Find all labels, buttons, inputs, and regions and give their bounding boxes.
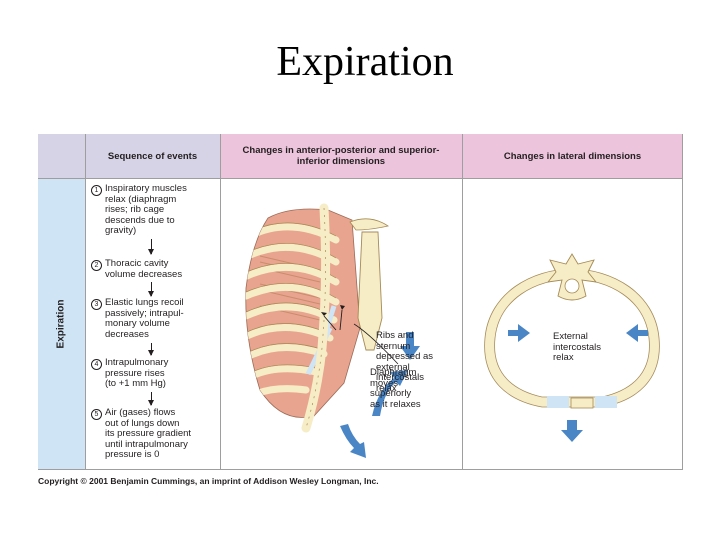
divider xyxy=(220,134,221,470)
ribs-annotation: Ribs and sternum depressed as external i… xyxy=(376,330,434,394)
step-number: 3 xyxy=(91,299,102,310)
rib-cage-illustration xyxy=(245,203,420,458)
step-text: Intrapulmonary pressure rises (to +1 mm … xyxy=(105,357,169,389)
thorax-cross-section-illustration xyxy=(484,253,660,442)
step-1: 1 Inspiratory muscles relax (diaphragm r… xyxy=(91,183,209,237)
step-text: Elastic lungs recoil passively; intrapul… xyxy=(105,297,184,340)
step-3: 3 Elastic lungs recoil passively; intrap… xyxy=(91,297,209,340)
slide-title: Expiration xyxy=(276,39,454,85)
copyright-notice: Copyright © 2001 Benjamin Cummings, an i… xyxy=(38,476,379,486)
step-2: 2 Thoracic cavity volume decreases xyxy=(91,258,209,280)
divider xyxy=(682,134,683,470)
header-lateral: Changes in lateral dimensions xyxy=(462,134,683,178)
divider xyxy=(462,134,463,470)
step-5: 5 Air (gases) flows out of lungs down it… xyxy=(91,407,209,461)
divider xyxy=(38,469,683,470)
step-4: 4 Intrapulmonary pressure rises (to +1 m… xyxy=(91,357,209,390)
step-number: 2 xyxy=(91,260,102,271)
step-text: Thoracic cavity volume decreases xyxy=(105,258,183,280)
down-arrow-icon xyxy=(148,343,154,356)
diaphragm-annotation: Diaphragm moves superiorly as it relaxes xyxy=(370,367,421,410)
divider xyxy=(38,178,683,179)
down-arrow-icon xyxy=(148,239,154,255)
side-label: Expiration xyxy=(55,299,67,349)
step-number: 5 xyxy=(91,409,102,420)
step-text: Inspiratory muscles relax (diaphragm ris… xyxy=(105,183,187,236)
header-corner xyxy=(38,134,85,178)
step-number: 1 xyxy=(91,185,102,196)
header-anterior-posterior: Changes in anterior-posterior and superi… xyxy=(220,134,462,178)
down-arrow-icon xyxy=(148,392,154,406)
down-arrow-icon xyxy=(148,282,154,297)
divider xyxy=(85,134,86,470)
step-number: 4 xyxy=(91,359,102,370)
step-text: Air (gases) flows out of lungs down its … xyxy=(105,407,192,460)
sequence-of-events: 1 Inspiratory muscles relax (diaphragm r… xyxy=(85,178,220,470)
header-sequence: Sequence of events xyxy=(85,134,220,178)
side-band: Expiration xyxy=(38,178,85,470)
expiration-figure: Sequence of events Changes in anterior-p… xyxy=(38,134,683,470)
intercostals-annotation: External intercostals relax xyxy=(553,331,602,363)
